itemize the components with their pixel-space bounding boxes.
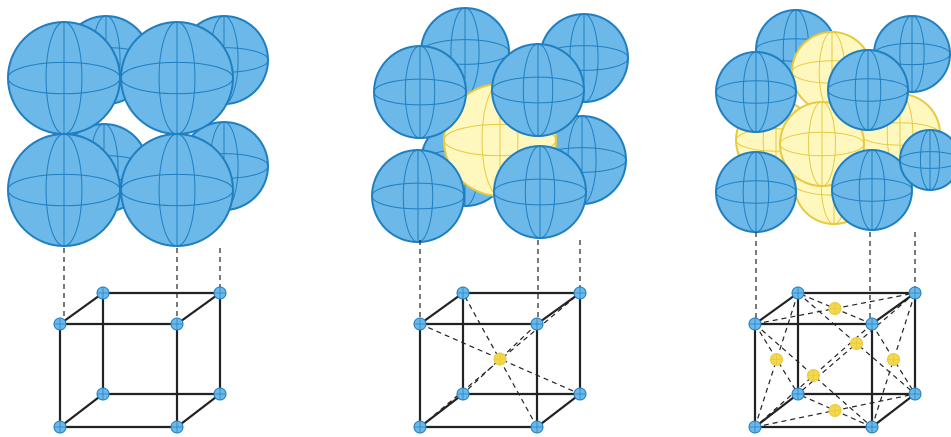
face-center-atom [770,353,783,366]
corner-atom [213,387,227,401]
corner-sphere [831,149,913,231]
corner-atom [456,387,470,401]
cube-edge [536,292,581,325]
corner-atom [573,286,587,300]
cube-edge [419,292,464,325]
face-diagonal [797,292,916,395]
corner-atom [413,420,427,434]
cube-edge [419,393,464,428]
corner-sphere [715,151,797,233]
corner-atom [530,420,544,434]
cube-edge [176,393,221,428]
corner-atom [573,387,587,401]
face-diagonal [754,323,799,395]
cube-edge [59,393,104,428]
body-centered-cubic-panel [371,7,629,434]
cube-edge [536,393,581,428]
body-center-atom [493,352,507,366]
corner-atom [53,317,67,331]
corner-sphere [827,49,909,131]
corner-sphere [7,133,121,247]
corner-atom [213,286,227,300]
cube-edge [871,393,916,428]
corner-atom [53,420,67,434]
corner-sphere [7,21,121,135]
face-center-atom [807,369,820,382]
corner-sphere [715,51,797,133]
face-diagonal [754,323,873,428]
corner-atom [530,317,544,331]
corner-atom [865,317,879,331]
cube-edge [176,292,221,325]
face-center-atom [850,337,863,350]
corner-atom [865,420,879,434]
cube-edge [59,292,104,325]
face-diagonal [871,292,916,428]
face-diagonal [754,292,799,428]
body-diagonal [419,292,581,428]
face-center-atom [828,302,842,315]
corner-atom [908,286,922,300]
simple-cubic-panel [7,15,269,434]
face-center-atom [828,404,842,417]
cube-edge [871,292,916,325]
face-centered-cubic-panel [715,9,951,434]
corner-atom [748,420,762,434]
face-center-atom [887,353,900,366]
corner-atom [908,387,922,401]
corner-sphere [120,21,234,135]
face-diagonal [754,323,873,428]
corner-sphere [371,149,465,243]
cube-edge [754,393,799,428]
body-diagonal [462,323,538,395]
corner-atom [456,286,470,300]
corner-sphere [373,45,467,139]
corner-sphere [899,129,951,191]
cube-edge [754,292,799,325]
corner-atom [748,317,762,331]
body-diagonal [419,323,581,395]
face-diagonal [871,323,916,395]
corner-atom [170,317,184,331]
corner-atom [791,387,805,401]
corner-sphere [120,133,234,247]
corner-sphere [491,43,585,137]
corner-sphere [493,145,587,239]
corner-atom [413,317,427,331]
corner-atom [96,387,110,401]
corner-atom [170,420,184,434]
corner-atom [96,286,110,300]
corner-atom [791,286,805,300]
